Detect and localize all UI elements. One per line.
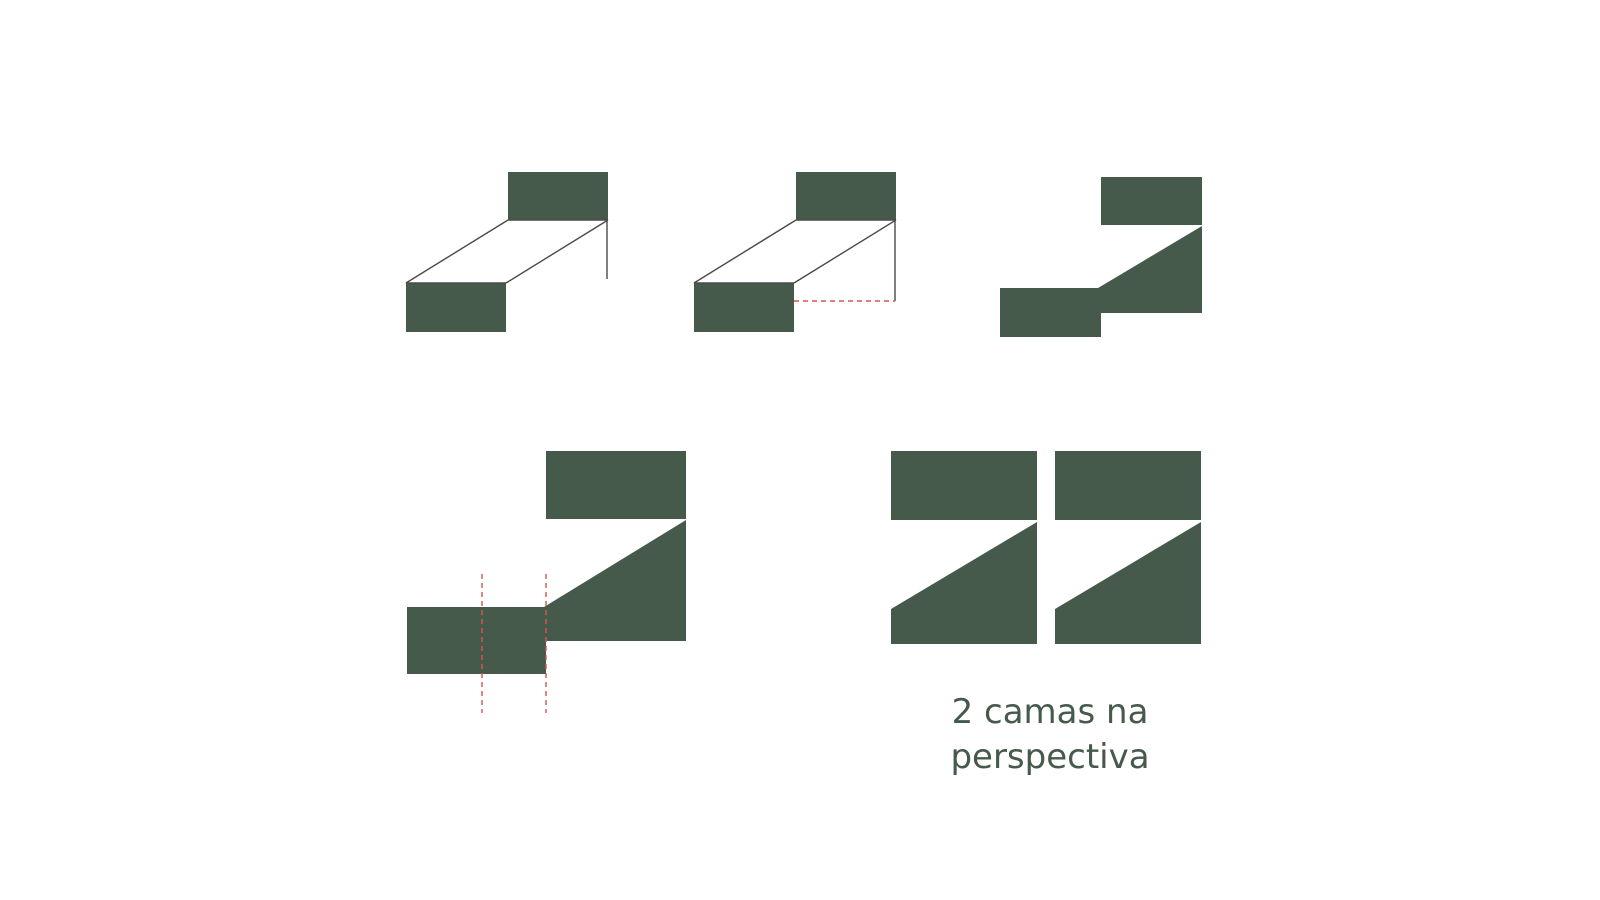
logo-bed-2 xyxy=(1055,451,1201,644)
step-2-bottom-block xyxy=(694,283,794,332)
step-1-wireframe xyxy=(405,172,609,332)
final-logo-two-beds xyxy=(891,451,1201,644)
step-2-top-block xyxy=(796,172,896,220)
step-2-wireframe-guide xyxy=(693,172,897,332)
step-4-bed-body xyxy=(407,520,686,674)
step-4-large-shape-guides xyxy=(407,451,686,713)
logo-bed-2-top xyxy=(1055,451,1201,520)
caption-line-2: perspectiva xyxy=(950,737,1150,777)
logo-bed-1-top xyxy=(891,451,1037,520)
step-3-solid-shape xyxy=(1000,177,1202,337)
logo-bed-2-body xyxy=(1055,522,1201,644)
step-3-top-block xyxy=(1101,177,1202,225)
step-1-bottom-block xyxy=(406,283,506,332)
logo-bed-1-body xyxy=(891,522,1037,644)
step-1-top-block xyxy=(508,172,608,220)
logo-bed-1 xyxy=(891,451,1037,644)
step-2-outline xyxy=(693,219,897,301)
caption-line-1: 2 camas na xyxy=(951,692,1149,732)
step-1-outline xyxy=(405,219,609,284)
step-4-top-block xyxy=(546,451,686,519)
logo-caption: 2 camas na perspectiva xyxy=(860,690,1240,780)
step-3-bed-body xyxy=(1000,226,1202,337)
